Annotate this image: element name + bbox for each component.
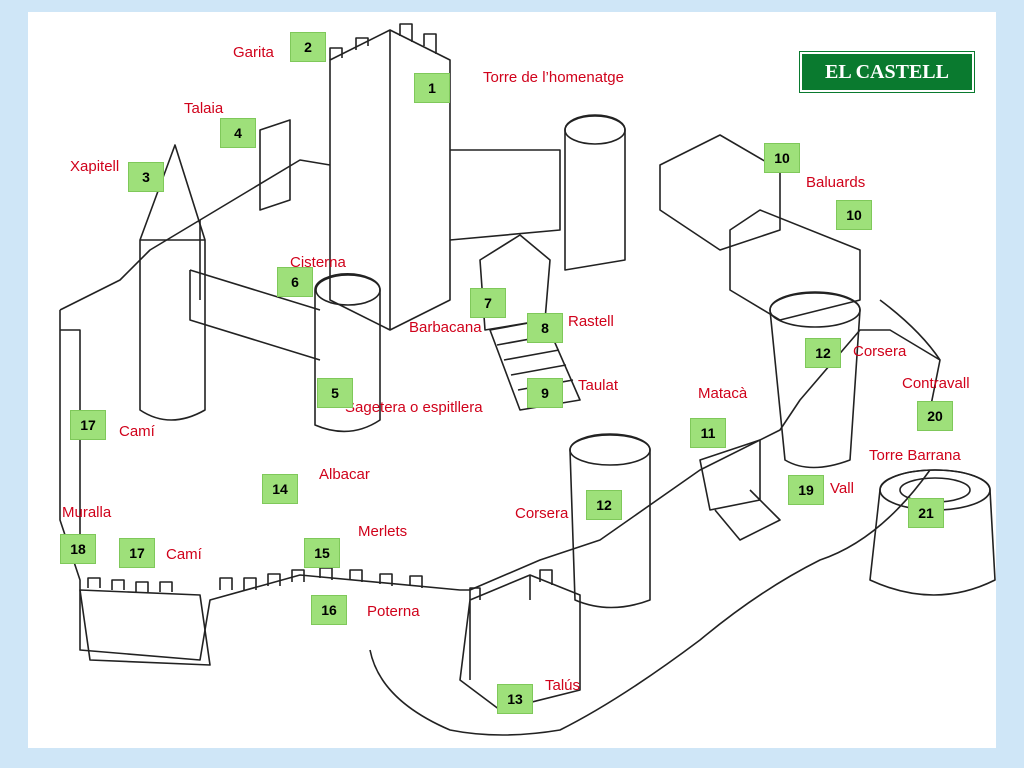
badge-19: 19 xyxy=(788,475,824,505)
badge-15: 15 xyxy=(304,538,340,568)
badge-16: 16 xyxy=(311,595,347,625)
label-mataca: Matacà xyxy=(698,385,748,402)
badge-8: 8 xyxy=(527,313,563,343)
label-barbacana: Barbacana xyxy=(409,319,482,336)
badge-12-mid: 12 xyxy=(586,490,622,520)
badge-12-right: 12 xyxy=(805,338,841,368)
label-xapitell: Xapitell xyxy=(70,158,120,175)
label-corsera-mid: Corsera xyxy=(515,505,569,522)
label-merlets: Merlets xyxy=(358,523,408,540)
badge-14: 14 xyxy=(262,474,298,504)
label-cami-bottom: Camí xyxy=(166,546,202,563)
label-torre-homenatge: Torre de l’homenatge xyxy=(483,69,624,86)
label-albacar: Albacar xyxy=(319,466,370,483)
label-talaia: Talaia xyxy=(184,100,224,117)
badge-6: 6 xyxy=(277,267,313,297)
badge-10-top: 10 xyxy=(764,143,800,173)
badge-17-bottom: 17 xyxy=(119,538,155,568)
label-garita: Garita xyxy=(233,44,274,61)
label-sagetera: Sagetera o espitllera xyxy=(345,399,483,416)
badge-20: 20 xyxy=(917,401,953,431)
label-poterna: Poterna xyxy=(367,603,420,620)
label-talus: Talús xyxy=(545,677,581,694)
badge-10-bottom: 10 xyxy=(836,200,872,230)
badge-11: 11 xyxy=(690,418,726,448)
badge-18: 18 xyxy=(60,534,96,564)
label-rastell: Rastell xyxy=(568,313,614,330)
label-vall: Vall xyxy=(830,480,854,497)
drawing-sheet xyxy=(28,12,996,748)
badge-7: 7 xyxy=(470,288,506,318)
label-baluards: Baluards xyxy=(806,174,866,191)
badge-3: 3 xyxy=(128,162,164,192)
badge-13: 13 xyxy=(497,684,533,714)
label-cami-left: Camí xyxy=(119,423,155,440)
label-torre-barrana: Torre Barrana xyxy=(869,447,961,464)
diagram-title: EL CASTELL xyxy=(799,51,975,93)
badge-9: 9 xyxy=(527,378,563,408)
label-cisterna: Cisterna xyxy=(290,254,346,271)
badge-2: 2 xyxy=(290,32,326,62)
badge-21: 21 xyxy=(908,498,944,528)
label-muralla: Muralla xyxy=(62,504,112,521)
badge-5: 5 xyxy=(317,378,353,408)
badge-17-left: 17 xyxy=(70,410,106,440)
badge-1: 1 xyxy=(414,73,450,103)
badge-4: 4 xyxy=(220,118,256,148)
label-corsera-right: Corsera xyxy=(853,343,907,360)
label-taulat: Taulat xyxy=(578,377,619,394)
label-contravall: Contravall xyxy=(902,375,970,392)
